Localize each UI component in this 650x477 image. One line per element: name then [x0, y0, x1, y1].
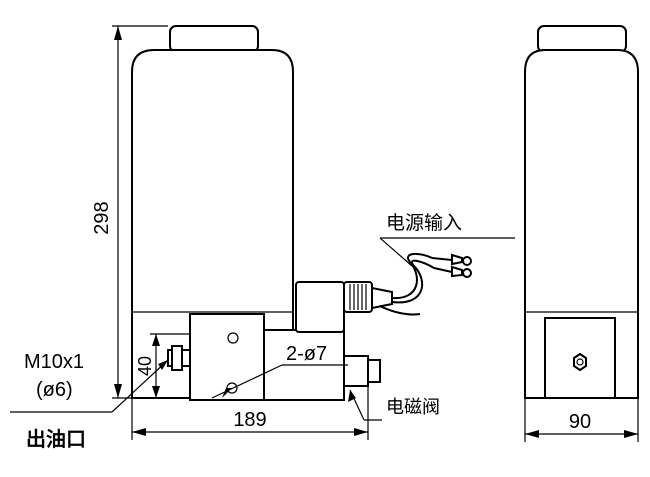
- dimension-depth: [524, 398, 639, 442]
- outlet-fitting-nut: [171, 345, 183, 371]
- side-reservoir-cap: [537, 25, 627, 53]
- power-input-label: 电源输入: [386, 212, 462, 234]
- holes-leader: [211, 364, 348, 399]
- valve-fitting: [343, 355, 369, 387]
- dimension-port-offset: [150, 333, 190, 399]
- power-input-leader: [379, 237, 515, 267]
- dimension-width-value: 189: [233, 409, 266, 431]
- solenoid-coil-top: [295, 281, 345, 333]
- cable-sleeve: [379, 305, 421, 316]
- side-reservoir-tank: [524, 49, 639, 399]
- dimension-height: [112, 25, 168, 399]
- holes-callout: 2-ø7: [286, 343, 327, 365]
- power-cable: [391, 252, 433, 300]
- outlet-leader: [10, 359, 169, 413]
- valve-fitting-nut: [367, 359, 381, 383]
- dimension-depth-value: 90: [569, 411, 591, 433]
- power-cable-lower: [391, 259, 435, 304]
- side-view: [524, 25, 639, 399]
- outlet-label: 出油口: [26, 427, 86, 451]
- outlet-thread-label: M10x1: [24, 351, 84, 373]
- dimension-height-value: 298: [91, 201, 113, 234]
- solenoid-valve-leader: [348, 389, 382, 421]
- pump-screw-hole: [227, 332, 239, 344]
- terminal-lugs: [431, 253, 472, 278]
- solenoid-valve-label: 电磁阀: [386, 397, 440, 418]
- outlet-tube-label: (ø6): [36, 379, 73, 401]
- reservoir-cap: [169, 25, 259, 53]
- cable-gland: [371, 286, 393, 310]
- dimension-width: [131, 386, 369, 440]
- front-view: [131, 25, 472, 401]
- reservoir-tank: [131, 49, 294, 399]
- side-outlet-hole: [576, 358, 584, 366]
- dimension-port-offset-value: 40: [135, 356, 155, 376]
- side-outlet-nut: [573, 352, 587, 372]
- connector-knurl: [349, 284, 367, 310]
